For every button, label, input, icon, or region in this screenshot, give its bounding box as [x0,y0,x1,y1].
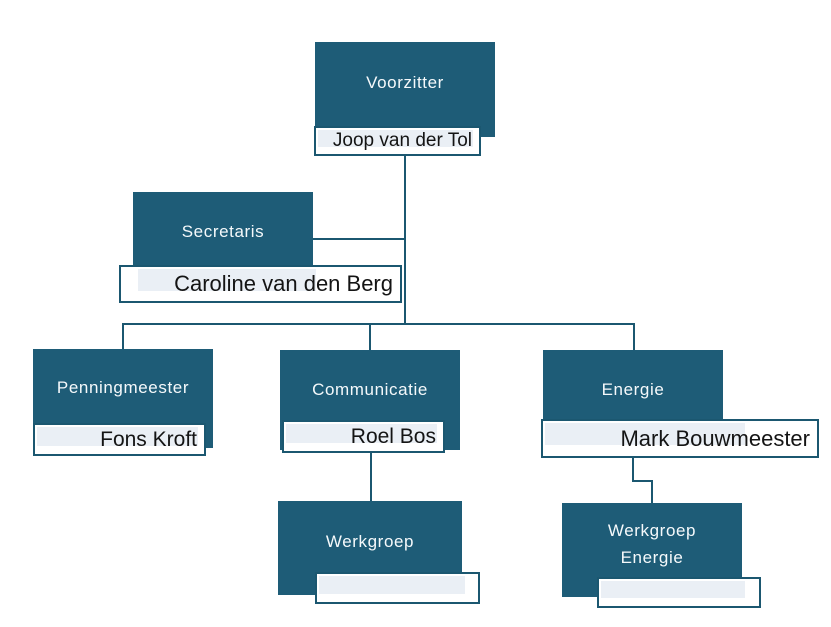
connector-energie-werkgroep-seg3 [651,480,653,504]
name-box-stripe [545,423,745,446]
name-box-communicatie[interactable]: Roel Bos [282,420,445,453]
role-label-penningmeester: Penningmeester [56,377,190,397]
name-box-stripe [601,581,745,599]
role-label-werkgroep-energie: Werkgroep Energie [607,520,697,567]
name-box-stripe [286,424,437,443]
name-box-voorzitter[interactable]: Joop van der Tol [314,126,481,156]
connector-children-distribution [122,323,635,325]
connector-stub-communicatie [369,323,371,351]
name-box-penningmeester[interactable]: Fons Kroft [33,423,206,456]
connector-stub-energie [633,323,635,351]
role-label-voorzitter: Voorzitter [366,72,444,92]
role-label-werkgroep: Werkgroep [325,532,415,551]
name-box-stripe [138,269,316,291]
role-label-secretaris: Secretaris [181,221,265,241]
role-label-communicatie: Communicatie [312,380,428,399]
name-box-werkgroep[interactable] [315,572,480,604]
name-label-energie: Mark Bouwmeester [620,425,810,451]
name-label-voorzitter: Joop van der Tol [332,130,472,151]
name-box-secretaris[interactable]: Caroline van den Berg [119,265,402,303]
name-box-stripe [318,130,473,147]
name-box-stripe [319,576,465,594]
name-box-stripe [37,427,198,446]
connector-communicatie-werkgroep [370,452,372,502]
connector-secretaris-branch [313,238,405,240]
role-label-energie: Energie [601,380,665,399]
connector-energie-werkgroep-seg2 [632,480,653,482]
name-box-werkgroep-energie[interactable] [597,577,761,608]
connector-voorzitter-trunk [404,156,406,324]
name-box-energie[interactable]: Mark Bouwmeester [541,419,819,458]
name-label-penningmeester: Fons Kroft [100,427,197,451]
connector-energie-werkgroep-seg1 [632,457,634,482]
name-label-secretaris: Caroline van den Berg [174,271,393,296]
connector-stub-penningmeester [122,323,124,350]
name-label-communicatie: Roel Bos [350,424,436,448]
org-node-voorzitter[interactable]: Voorzitter [315,42,495,137]
